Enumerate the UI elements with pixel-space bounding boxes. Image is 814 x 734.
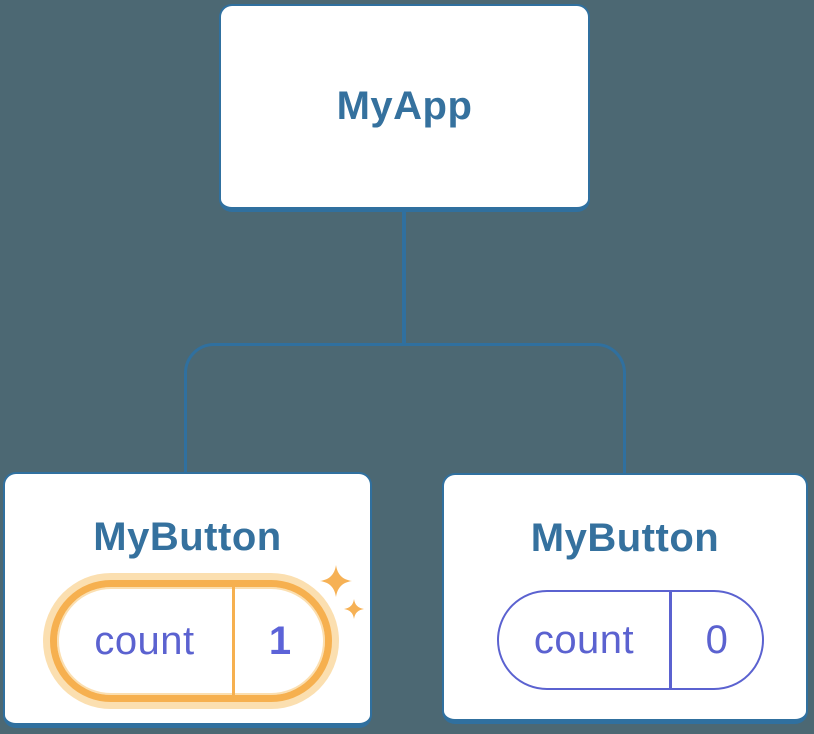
sparkle-icon — [320, 565, 364, 619]
node-mybutton-updated-label: MyButton — [93, 515, 282, 559]
state-value-label: 1 — [268, 618, 292, 663]
pill-divider — [232, 587, 235, 695]
connector-children-bracket — [184, 343, 626, 473]
connector-root-line — [402, 211, 406, 345]
state-pill-count-updated: count 1 — [50, 580, 332, 702]
pill-divider — [669, 592, 672, 688]
state-value-label: 0 — [705, 617, 728, 662]
state-pill-count-plain: count 0 — [497, 590, 764, 690]
node-mybutton-plain-label: MyButton — [530, 516, 720, 560]
node-myapp: MyApp — [219, 4, 590, 212]
node-mybutton-updated: MyButton count 1 — [3, 472, 372, 728]
node-mybutton-plain: MyButton count 0 — [442, 473, 808, 724]
state-name-label: count — [94, 618, 195, 663]
state-name-label: count — [533, 617, 635, 662]
node-myapp-label: MyApp — [336, 84, 473, 128]
